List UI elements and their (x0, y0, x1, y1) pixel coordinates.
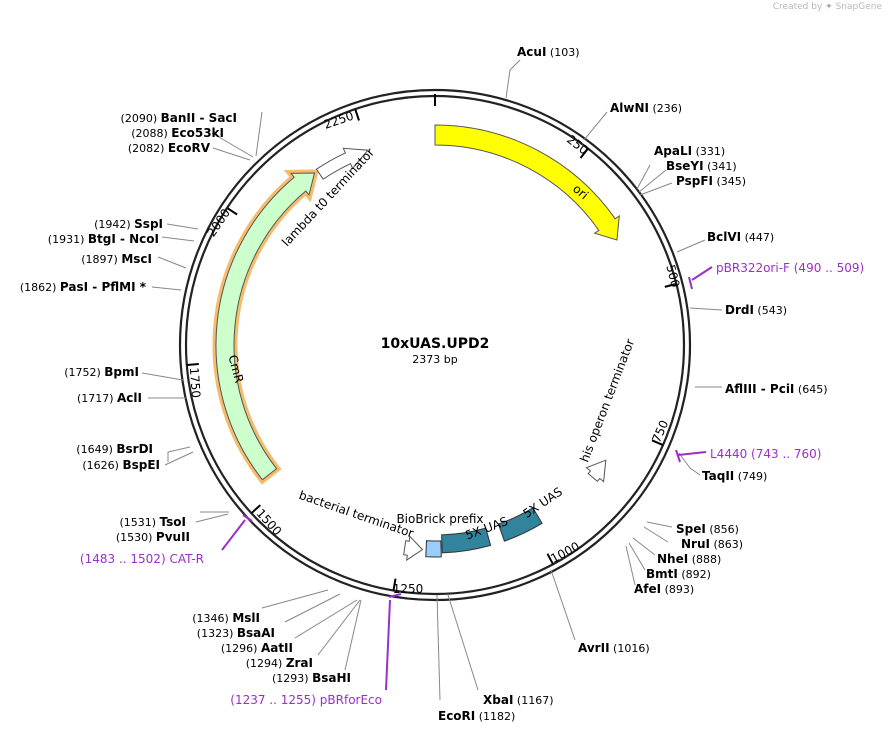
enzyme-label: (1530) PvuII (116, 530, 190, 544)
feature-label-biobrick-prefix: BioBrick prefix (396, 512, 483, 526)
enzyme-label: AfeI (893) (634, 582, 694, 596)
scale-tick-mark (250, 504, 261, 514)
snapgene-logo-icon: ✦ (825, 2, 833, 12)
backbone-outer-strand (178, 88, 692, 602)
enzyme-label: (2082) EcoRV (128, 141, 211, 155)
scale-tick-label: 500 (663, 263, 682, 289)
enzyme-label: (1752) BpmI (64, 365, 139, 379)
enzyme-label: BmtI (892) (646, 567, 711, 581)
enzyme-label: ApaLI (331) (654, 144, 725, 158)
enzyme-label: EcoRI (1182) (438, 709, 515, 723)
enzyme-label: XbaI (1167) (483, 693, 553, 707)
feature-label-5x-uas-2: 5X UAS (520, 484, 565, 520)
enzyme-label: AlwNI (236) (610, 101, 682, 115)
scale-tick-label: 1000 (548, 539, 582, 566)
map-labels: AcuI (103) AlwNI (236) ApaLI (331)BseYI (3… (20, 45, 864, 723)
enzyme-label: (1296) AatII (221, 641, 293, 655)
enzyme-label: (1717) AclI (77, 391, 142, 405)
feature-label-his-operon-terminator: his operon terminator (577, 337, 637, 464)
feature-box-5x-uas-2 (441, 527, 492, 554)
enzyme-label: (1626) BspEI (82, 458, 160, 472)
enzyme-label: (1942) SspI (94, 217, 163, 231)
enzyme-label: BclVI (447) (707, 230, 774, 244)
scale-tick-label: 2250 (322, 109, 355, 132)
feature-arrow-bacterial-terminator (403, 535, 424, 562)
feature-arrow-his-operon-terminator (585, 459, 607, 483)
enzyme-label: (1293) BsaHI (272, 671, 351, 685)
scale-tick-label: 2000 (204, 206, 233, 239)
enzyme-label: (1862) PasI - PflMI * (20, 280, 147, 294)
enzyme-label: PspFI (345) (676, 174, 746, 188)
plasmid-length: 2373 bp (412, 353, 457, 366)
features (212, 124, 620, 562)
scale-tick-mark (392, 578, 397, 591)
enzyme-label: (1294) ZraI (246, 656, 313, 670)
enzyme-label: SpeI (856) (676, 522, 739, 536)
scale-tick-mark (226, 207, 238, 216)
enzyme-label: NheI (888) (657, 552, 721, 566)
enzyme-label: TaqII (749) (702, 469, 767, 483)
enzyme-label: AcuI (103) (517, 45, 580, 59)
enzyme-label: AvrII (1016) (578, 641, 650, 655)
plasmid-name: 10xUAS.UPD2 (381, 336, 490, 352)
primer-label: (1237 .. 1255) pBRforEco (230, 693, 382, 707)
enzyme-leaders (141, 59, 723, 701)
primer-label: (1483 .. 1502) CAT-R (80, 552, 204, 566)
scale-tick-mark (186, 363, 199, 366)
enzyme-label: (2088) Eco53kI (131, 126, 224, 140)
enzyme-label: NruI (863) (681, 537, 743, 551)
enzyme-label: (1531) TsoI (119, 515, 186, 529)
scale-tick-mark (354, 108, 360, 121)
feature-arrow-lambda-t0-terminator (315, 147, 369, 180)
scale-tick-mark (546, 553, 554, 565)
feature-box-biobrick-prefix (425, 540, 442, 558)
credit-prefix: Created by (772, 2, 823, 12)
enzyme-label: DrdI (543) (725, 303, 787, 317)
feature-arrow-ori (434, 124, 620, 241)
enzyme-label: (1931) BtgI - NcoI (48, 232, 159, 246)
enzyme-label: (1649) BsrDI (76, 442, 153, 456)
enzyme-label: (1346) MslI (192, 611, 260, 625)
feature-box-5x-uas-1 (497, 507, 543, 542)
enzyme-label: (1897) MscI (81, 252, 152, 266)
enzyme-label: (1323) BsaAI (197, 626, 275, 640)
scale-tick-label: 1750 (187, 367, 203, 398)
snapgene-credit: Created by ✦ SnapGene (773, 2, 882, 12)
enzyme-label: (2090) BanII - SacI (121, 111, 237, 125)
primer-label: L4440 (743 .. 760) (710, 447, 821, 461)
scale-tick-label: 1500 (254, 506, 285, 538)
primer-label: pBR322ori-F (490 .. 509) (716, 261, 864, 275)
credit-brand: SnapGene (835, 2, 882, 12)
enzyme-label: BseYI (341) (666, 159, 737, 173)
scale-tick-mark (664, 282, 677, 288)
scale-tick-mark (651, 439, 664, 447)
scale-tick-mark (579, 147, 589, 159)
feature-arrow-cmr (215, 172, 316, 481)
enzyme-label: AflIII - PciI (645) (725, 382, 827, 396)
scale-tick-label: 1250 (393, 582, 424, 596)
primer-marks (221, 266, 713, 691)
